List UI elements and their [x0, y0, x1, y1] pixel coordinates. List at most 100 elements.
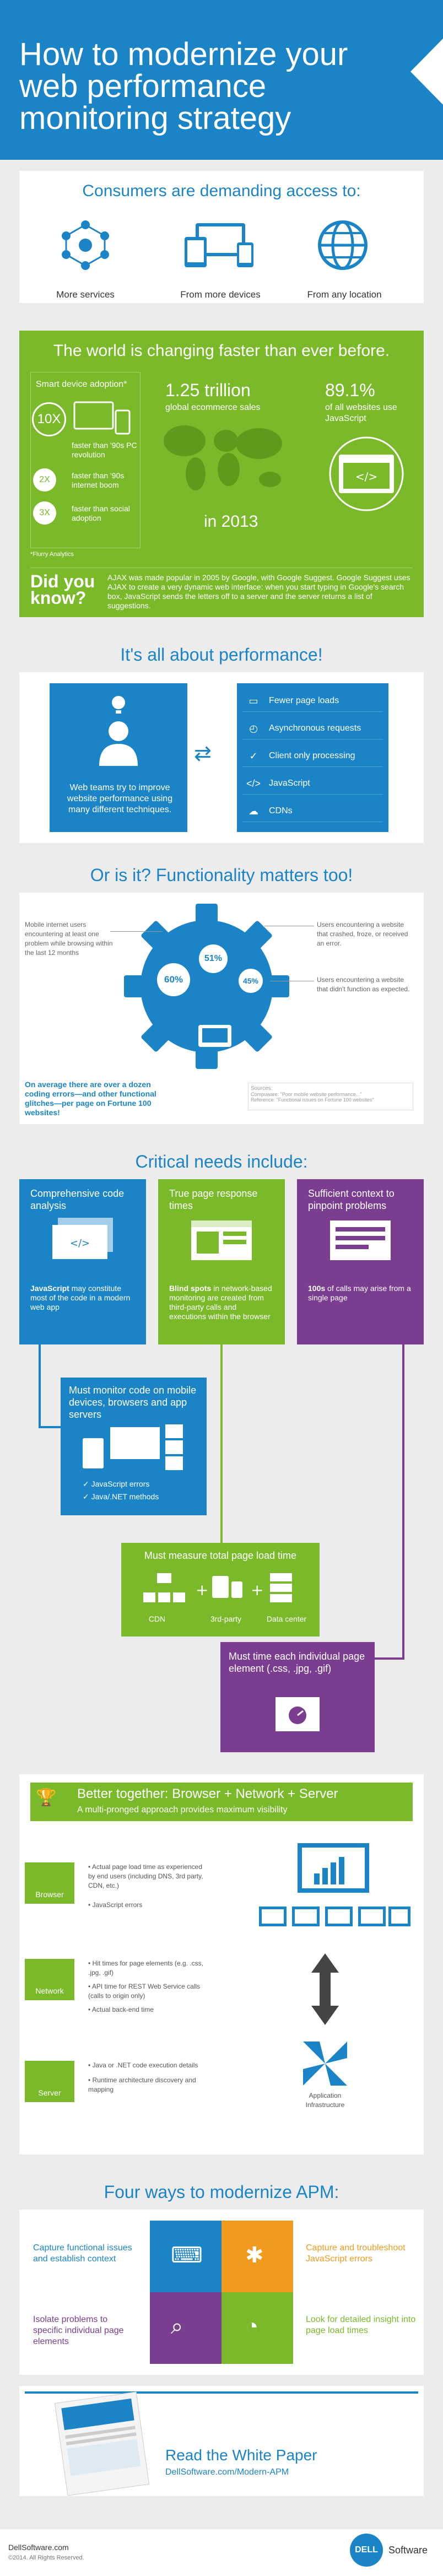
right-note-1: Users encountering a website that crashe… [317, 921, 408, 947]
badge-3x: 3X [33, 501, 56, 525]
total-item-3rdparty: 3rd-party [210, 1614, 242, 1623]
timer-icon: ◔ [245, 2314, 259, 2339]
technique-label: JavaScript [269, 779, 310, 788]
devices-icon [185, 223, 253, 267]
page-element-icon [275, 1697, 320, 1731]
ecommerce-year: in 2013 [204, 512, 258, 531]
technique-icon: ☁ [248, 806, 258, 817]
four-title: Four ways to modernize APM: [104, 2182, 339, 2202]
functionality-title: Or is it? Functionality matters too! [90, 865, 353, 885]
footer-copyright: ©2014. All Rights Reserved. [8, 2555, 84, 2561]
infrastructure-icon [303, 2042, 347, 2086]
browser-item-2: JavaScript errors [92, 1901, 143, 1909]
exchange-arrows-icon: ⇄ [194, 742, 212, 765]
quad-js-errors [222, 2221, 293, 2292]
infra-label: Application Infrastructure [305, 2092, 345, 2109]
page-title: How to modernize your web performance mo… [19, 36, 348, 136]
header-banner [0, 0, 443, 160]
need-box-context-desc: of calls may arise from a single page [308, 1284, 411, 1302]
header-notch [410, 39, 443, 105]
need-box-code [19, 1179, 146, 1344]
gear-icon [124, 904, 289, 1069]
consumers-title: Consumers are demanding access to: [82, 182, 361, 200]
element-title: Must time each individual page element (… [229, 1651, 365, 1674]
browser-item-1: Actual page load time as experienced by … [88, 1863, 203, 1889]
network-item-2: API time for REST Web Service calls (cal… [88, 1983, 201, 2000]
left-note-line [110, 931, 163, 932]
white-paper-cover [54, 2391, 150, 2496]
world-title: The world is changing faster than ever b… [53, 342, 390, 360]
source-2: Reference: "Functional issues on Fortune… [251, 1097, 374, 1103]
paper-title[interactable]: Read the White Paper [165, 2447, 317, 2464]
row-2x-text: faster than '90s internet boom [72, 471, 125, 489]
mobile-item-java-label: Java/.NET methods [91, 1492, 159, 1501]
svg-text:+: + [251, 1581, 263, 1599]
magnify-icon: ⌕ [171, 2314, 183, 2339]
browser-items: • Actual page load time as experienced b… [88, 1863, 203, 1909]
consumers-item-location: From any location [307, 289, 382, 300]
smart-device-panel [30, 372, 141, 548]
ecommerce-label: global ecommerce sales [165, 403, 261, 412]
server-item-2: Runtime architecture discovery and mappi… [88, 2076, 196, 2093]
world-map-icon [164, 425, 282, 490]
need-box-response-text: Blind spots in network-based monitoring … [169, 1284, 274, 1321]
need-box-response-title: True page response times [169, 1188, 258, 1211]
need-box-code-desc: may constitute most of the code in a mod… [30, 1284, 131, 1311]
source-1: Compuware: "Poor mobile website performa… [251, 1092, 362, 1097]
paper-link[interactable]: DellSoftware.com/Modern-APM [165, 2467, 289, 2477]
total-item-cdn: CDN [148, 1614, 166, 1623]
need-box-context [297, 1179, 424, 1344]
technique-label: CDNs [269, 806, 293, 816]
four-item-2: Capture and troubleshoot JavaScript erro… [306, 2243, 406, 2264]
critical-title: Critical needs include: [135, 1152, 308, 1171]
four-item-1: Capture functional issues and establish … [33, 2243, 132, 2264]
bug-icon: ✱ [245, 2243, 264, 2267]
quad-capture-functional [150, 2221, 222, 2292]
browsers-display-icon [259, 1843, 410, 1926]
footer-brand-software: Software [388, 2545, 428, 2556]
badge-10x: 10X [32, 402, 66, 436]
person-lightbulb-icon [99, 696, 138, 766]
network-item-3: Actual back-end time [91, 2006, 154, 2013]
total-item-datacenter: Data center [266, 1614, 307, 1623]
browser-window-icon [191, 1221, 252, 1260]
network-label: Network [35, 1986, 64, 1995]
technique-item: ✓Client only processing [242, 745, 383, 767]
connector-code [39, 1344, 41, 1427]
server-tile [25, 2061, 74, 2102]
mobile-item-js-label: JavaScript errors [91, 1479, 150, 1488]
dell-logo: DELL [350, 2534, 383, 2567]
smart-device-title: Smart device adoption* [36, 380, 127, 389]
network-tile [25, 1959, 74, 2000]
browser-tile [25, 1862, 74, 1904]
pct-45: 45% [242, 976, 259, 985]
total-title: Must measure total page load time [144, 1550, 297, 1561]
together-banner [30, 1783, 413, 1821]
callouts-window-icon [330, 1221, 391, 1260]
right-note-2: Users encountering a website that didn't… [317, 976, 410, 993]
network-items: • Hit times for page elements (e.g. .css… [88, 1959, 203, 2013]
four-item-4: Look for detailed insight into page load… [306, 2315, 416, 2335]
need-box-code-text: JavaScript may constitute most of the co… [30, 1284, 135, 1312]
footer-site[interactable]: DellSoftware.com [8, 2543, 69, 2552]
network-icon [62, 220, 109, 270]
server-label: Server [38, 2088, 61, 2097]
browser-label: Browser [35, 1890, 64, 1899]
technique-label: Client only processing [269, 751, 355, 760]
technique-item: </>JavaScript [242, 773, 383, 795]
technique-item: ▭Fewer page loads [242, 690, 383, 712]
devices-servers-icon [83, 1424, 183, 1470]
cdn-thirdparty-datacenter-icon: + + [143, 1573, 292, 1602]
consumers-item-devices: From more devices [180, 289, 261, 300]
connector-response [220, 1344, 223, 1548]
need-box-response [158, 1179, 285, 1344]
performance-title: It's all about performance! [120, 645, 323, 665]
together-card [19, 1774, 424, 2154]
need-box-code-title: Comprehensive code analysis [30, 1188, 125, 1211]
mobile-item-js: ✓ JavaScript errors [83, 1479, 150, 1488]
did-you-know-label: Did you know? [30, 571, 95, 608]
server-item-1: Java or .NET code execution details [92, 2061, 198, 2069]
connector-context-h [375, 1657, 404, 1660]
need-box-context-title: Sufficient context to pinpoint problems [308, 1188, 395, 1211]
ecommerce-value: 1.25 trillion [165, 380, 251, 400]
